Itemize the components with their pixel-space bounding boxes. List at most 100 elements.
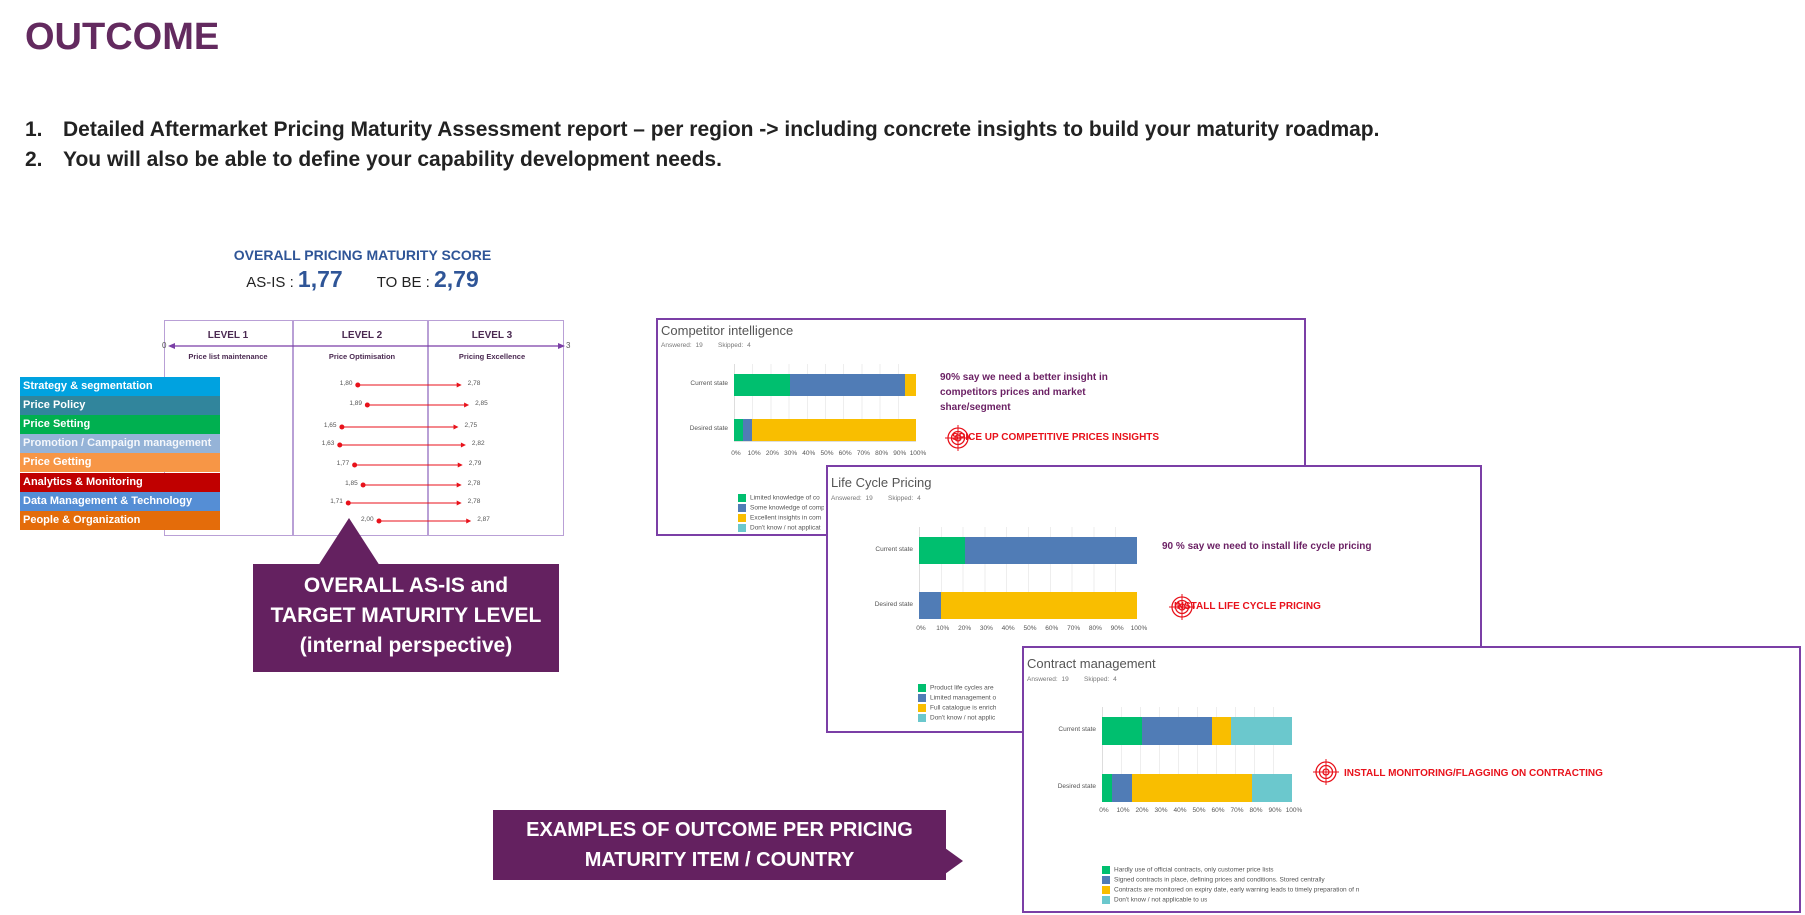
legend-swatch: [1102, 866, 1110, 874]
card-title: Competitor intelligence: [661, 323, 794, 338]
tick-label: 30%: [1154, 807, 1168, 814]
legend-label: Contracts are monitored on expiry date, …: [1114, 886, 1360, 894]
category-label: Analytics & Monitoring: [20, 472, 220, 492]
legend-swatch: [738, 514, 746, 522]
as-is-dot: [355, 382, 361, 388]
legend-item: Excellent insights in com: [738, 514, 821, 522]
bar-segment: [734, 374, 791, 396]
level-divider: [427, 320, 429, 536]
bar-segment: [734, 419, 744, 441]
as-is-label: AS-IS :: [246, 274, 294, 291]
legend-label: Signed contracts in place, defining pric…: [1114, 876, 1325, 884]
score-title: OVERALL PRICING MATURITY SCORE: [233, 247, 492, 263]
axis-max: 3: [566, 341, 571, 350]
tick-label: 70%: [1067, 625, 1081, 632]
to-be-arrow: [457, 462, 463, 468]
bar-segment: [1212, 717, 1232, 745]
list-item: 1.Detailed Aftermarket Pricing Maturity …: [25, 118, 1379, 142]
tick-label: 70%: [856, 450, 870, 457]
legend-swatch: [918, 704, 926, 712]
tick-label: 10%: [747, 450, 761, 457]
level-3-sub: Pricing Excellence: [458, 352, 526, 361]
level-3-label: LEVEL 3: [471, 330, 513, 341]
legend-label: Limited management o: [930, 694, 997, 702]
action-label: SPICE UP COMPETITIVE PRICES INSIGHTS: [952, 432, 1160, 443]
tick-label: 90%: [1110, 625, 1124, 632]
stacked-bar: [734, 419, 916, 441]
list-number: 2.: [25, 148, 43, 171]
tick-label: 50%: [1192, 807, 1206, 814]
to-be-value: 2,78: [467, 480, 481, 487]
legend-item: Hardly use of official contracts, only c…: [1102, 866, 1274, 874]
card-title: Life Cycle Pricing: [831, 475, 932, 490]
bar-segment: [940, 592, 1137, 619]
list-number: 1.: [25, 118, 43, 141]
tick-label: 70%: [1230, 807, 1244, 814]
to-be-arrow: [456, 482, 462, 488]
to-be-label: TO BE :: [376, 274, 430, 291]
list-text: You will also be able to define your cap…: [63, 148, 722, 171]
legend-item: Don't know / not applic: [918, 714, 995, 722]
legend-label: Don't know / not applic: [930, 714, 996, 722]
insight-note: 90% say we need a better insight in comp…: [940, 372, 1108, 413]
category-label: Price Getting: [20, 453, 220, 473]
maturity-axis: [168, 343, 565, 524]
tick-label: 50%: [820, 450, 834, 457]
bar-segment: [919, 537, 965, 564]
tick-label: 90%: [1268, 807, 1282, 814]
bar-segment: [1252, 774, 1292, 802]
as-is-dot: [337, 442, 343, 448]
legend-swatch: [1102, 876, 1110, 884]
as-is-dot: [364, 402, 370, 408]
to-be-value: 2,82: [471, 440, 485, 447]
legend-item: Don't know / not applicable to us: [1102, 896, 1207, 904]
to-be-arrow: [464, 402, 470, 408]
insight-note: 90 % say we need to install life cycle p…: [1162, 541, 1372, 552]
as-is-value: 1,77: [336, 460, 350, 467]
stacked-bar: [1102, 717, 1292, 745]
tick-label: 90%: [893, 450, 907, 457]
skipped-count: Skipped: 4: [887, 495, 921, 502]
as-is-dot: [376, 518, 382, 524]
category-label: Price Setting: [20, 415, 220, 435]
legend-swatch: [1102, 886, 1110, 894]
as-is-value: 1,77: [297, 266, 343, 292]
row-label: Current state: [1058, 726, 1096, 733]
tick-label: 60%: [1045, 625, 1059, 632]
answered-count: Answered: 19: [1027, 676, 1069, 683]
as-is-dot: [345, 500, 351, 506]
callout-line: (internal perspective): [299, 634, 513, 657]
bar-segment: [1102, 774, 1112, 802]
to-be-value: 2,79: [468, 460, 482, 467]
bar-segment: [905, 374, 916, 396]
callout-line: OVERALL AS-IS and: [303, 574, 509, 597]
card-meta: Answered: 19 Skipped: 4: [1027, 676, 1117, 683]
category-label: Data Management & Technology: [20, 491, 220, 511]
list-item: 2. You will also be able to define your c…: [25, 148, 722, 172]
stacked-bar: [1102, 774, 1292, 802]
axis-min: 0: [162, 341, 167, 350]
level-1-sub: Price list maintenance: [188, 352, 268, 361]
as-is-value: 1,63: [321, 440, 335, 447]
to-be-arrow: [460, 442, 466, 448]
tick-label: 40%: [1173, 807, 1187, 814]
legend-label: Some knowledge of comp: [750, 504, 824, 512]
tick-label: 0%: [731, 450, 741, 457]
legend-item: Limited management o: [918, 694, 996, 702]
bar-segment: [1141, 717, 1213, 745]
category-label: Price Policy: [20, 396, 220, 416]
skipped-count: Skipped: 4: [717, 342, 751, 349]
target-icon: [1313, 759, 1339, 785]
tick-label: 20%: [765, 450, 779, 457]
legend-label: Product life cycles are: [930, 684, 994, 692]
legend-swatch: [918, 684, 926, 692]
as-is-value: 1,80: [339, 380, 353, 387]
stacked-bar: [919, 537, 1137, 564]
legend-label: Limited knowledge of co: [750, 494, 820, 502]
skipped-count: Skipped: 4: [1083, 676, 1117, 683]
tick-label: 100%: [1130, 625, 1148, 632]
overall-callout: OVERALL AS-IS and TARGET MATURITY LEVEL …: [253, 564, 559, 672]
row-label: Current state: [875, 545, 913, 553]
legend-item: Some knowledge of comp: [738, 504, 824, 512]
